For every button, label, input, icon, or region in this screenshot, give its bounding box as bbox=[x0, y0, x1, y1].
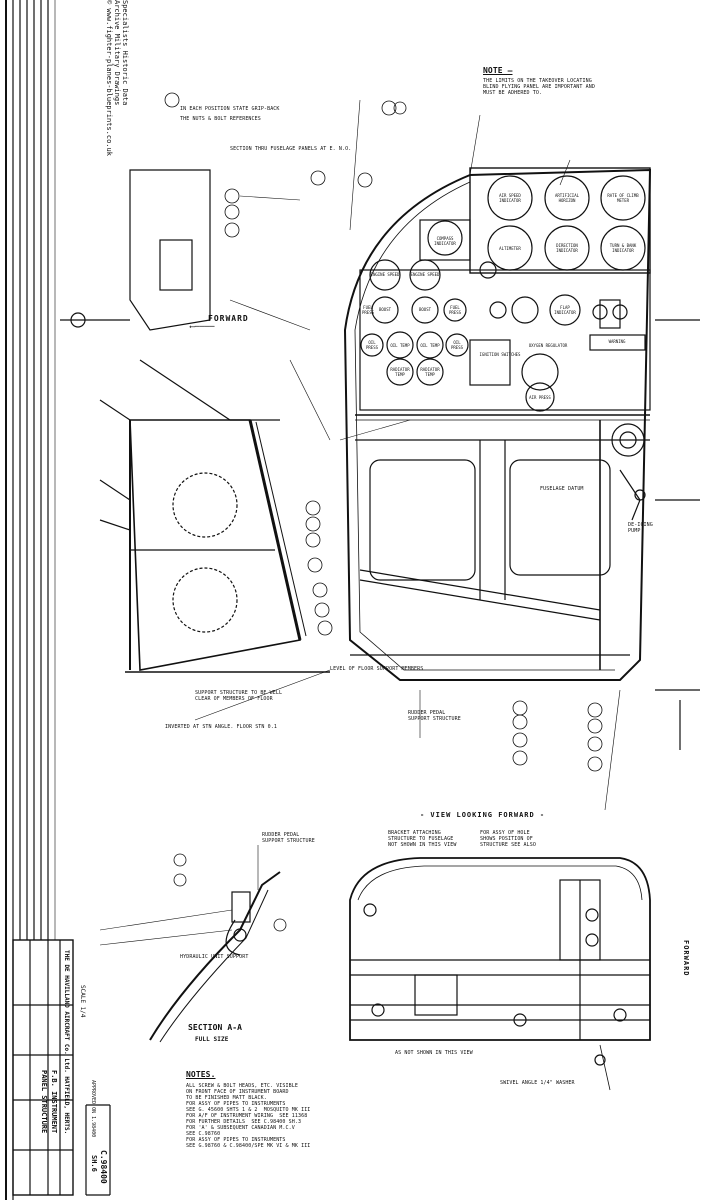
section-thru-label: SECTION THRU FUSELAGE PANELS AT E. N.O. bbox=[230, 146, 352, 152]
notes-line: FOR 'A' & SUBSEQUENT CANADIAN M.C.V bbox=[186, 1125, 295, 1131]
callout-4: BRACKET ATTACHING STRUCTURE TO FUSELAGE … bbox=[388, 830, 457, 848]
mounting-label: INVERTED AT STN ANGLE. FLOOR STN 0.1 bbox=[165, 724, 277, 730]
watermark-site: © www.fighter-planes-blueprints.co.uk bbox=[105, 0, 113, 156]
title-block-sheet: SH.6 bbox=[90, 1155, 98, 1172]
de-icing-label: DE-ICING PUMP bbox=[628, 522, 653, 534]
dial-fuel-press-1: FUEL PRESS bbox=[361, 305, 375, 315]
full-size-label: FULL SIZE bbox=[195, 1036, 229, 1043]
fuselage-datum-label: FUSELAGE DATUM bbox=[540, 486, 584, 492]
notes-line: FOR ASSY OF PIPES TO INSTRUMENTS bbox=[186, 1101, 286, 1107]
dial-altimeter: ALTIMETER bbox=[499, 246, 521, 251]
dial-oil-press-1: OIL PRESS bbox=[365, 340, 379, 350]
floor-label: LEVEL OF FLOOR SUPPORT MEMBERS bbox=[330, 666, 424, 672]
title-block-drawing-no: C.98400 bbox=[99, 1150, 108, 1184]
scale-label: SCALE 1/4 bbox=[79, 985, 86, 1018]
notes-title: NOTES. bbox=[186, 1070, 216, 1079]
notes-line: ALL SCREW & BOLT HEADS, ETC. VISIBLE bbox=[186, 1083, 298, 1089]
notes-line: SEE G.98760 & C.98400/SPE MK VI & MK III bbox=[186, 1143, 311, 1149]
instrument-dials bbox=[360, 175, 646, 412]
notes-line: SEE G. 45600 SHTS 1 & 2 MOSQUITO MK III bbox=[186, 1107, 311, 1113]
view-forward-title: - VIEW LOOKING FORWARD - bbox=[420, 811, 546, 819]
callout-6: SWIVEL ANGLE 1/4" WASHER bbox=[500, 1080, 575, 1086]
notes-line: TO BE FINISHED MATT BLACK. bbox=[186, 1095, 267, 1101]
forward-arrow: ⟵──── bbox=[190, 322, 215, 331]
dial-turn-bank: TURN & BANK INDICATOR bbox=[609, 243, 637, 253]
title-block-company: THE DE HAVILLAND AIRCRAFT Co. Ltd. HATFI… bbox=[63, 950, 70, 1135]
notes-line: SEE C.98760 bbox=[186, 1131, 221, 1137]
forward-label: FORWARD bbox=[208, 314, 249, 323]
notes-list: ALL SCREW & BOLT HEADS, ETC. VISIBLE ON … bbox=[186, 1083, 310, 1149]
dial-compass: COMPASS INDICATOR bbox=[434, 236, 456, 246]
callout-3: AS NOT SHOWN IN THIS VIEW bbox=[395, 1050, 473, 1056]
notes-line: FOR A/F OF INSTRUMENT WIRING SEE 11368 bbox=[186, 1113, 308, 1119]
section-aa-title: SECTION A-A bbox=[188, 1023, 243, 1032]
dial-boost-2: BOOST bbox=[418, 307, 432, 312]
rudder-pedal-label-2: RUDDER PEDAL SUPPORT STRUCTURE bbox=[408, 710, 461, 722]
watermark-archive: Archive Military Drawings bbox=[113, 0, 121, 106]
notes-line: FOR ASSY OF PIPES TO INSTRUMENTS bbox=[186, 1137, 286, 1143]
dial-oil-press-2: OIL PRESS bbox=[450, 340, 464, 350]
callout-2: THE NUTS & BOLT REFERENCES bbox=[180, 116, 261, 122]
dial-fuel-press-2: FUEL PRESS bbox=[448, 305, 462, 315]
note-text: THE LIMITS ON THE TAKEOVER LOCATING BLIN… bbox=[483, 78, 595, 96]
title-block-title1: F.B. INSTRUMENT bbox=[50, 1070, 58, 1134]
callout-5: FOR ASSY OF HOLE SHOWS POSITION OF STRUC… bbox=[480, 830, 536, 848]
rudder-pedal-label: RUDDER PEDAL SUPPORT STRUCTURE bbox=[262, 832, 315, 844]
dial-radiator-1: RADIATOR TEMP bbox=[390, 367, 410, 377]
callout-1: IN EACH POSITION STATE GRIP-BACK bbox=[180, 106, 280, 112]
forward-label-right: FORWARD bbox=[682, 940, 690, 977]
dial-oil-temp-2: OIL TEMP bbox=[420, 343, 440, 348]
dial-engine-speed-2: ENGINE SPEED bbox=[410, 272, 440, 277]
hydraulic-unit-label: HYDRAULIC UNIT SUPPORT bbox=[180, 954, 249, 960]
title-block-approved: APPROVED ON 1.98400 bbox=[90, 1080, 96, 1138]
dial-oxygen: OXYGEN REGULATOR bbox=[528, 343, 568, 348]
dial-ignition: IGNITION SWITCHES bbox=[479, 352, 521, 357]
dial-oil-temp-1: OIL TEMP bbox=[390, 343, 410, 348]
dial-boost-1: BOOST bbox=[378, 307, 392, 312]
dial-direction: DIRECTION INDICATOR bbox=[556, 243, 578, 253]
dial-rate-of-climb: RATE OF CLIMB METER bbox=[607, 193, 639, 203]
notes-line: ON FRONT FACE OF INSTRUMENT BOARD bbox=[186, 1089, 289, 1095]
note-title: NOTE — bbox=[483, 66, 513, 75]
dial-flap: FLAP INDICATOR bbox=[554, 305, 576, 315]
dial-radiator-2: RADIATOR TEMP bbox=[420, 367, 440, 377]
watermark-specialists: Specialists Historic Data bbox=[121, 0, 129, 106]
dial-air-press: AIR PRESS bbox=[529, 395, 551, 400]
title-block-title2: PANEL STRUCTURE bbox=[40, 1070, 48, 1134]
dial-warning: WARNING bbox=[608, 339, 626, 344]
dial-horizon: ARTIFICIAL HORIZON bbox=[554, 193, 580, 203]
dial-air-speed: AIR SPEED INDICATOR bbox=[499, 193, 521, 203]
dial-engine-speed-1: ENGINE SPEED bbox=[370, 272, 400, 277]
notes-line: FOR FURTHER DETAILS SEE C.98400 SH.3 bbox=[186, 1119, 302, 1125]
support-wall-label: SUPPORT STRUCTURE TO BE WELL CLEAR OF ME… bbox=[195, 690, 283, 702]
